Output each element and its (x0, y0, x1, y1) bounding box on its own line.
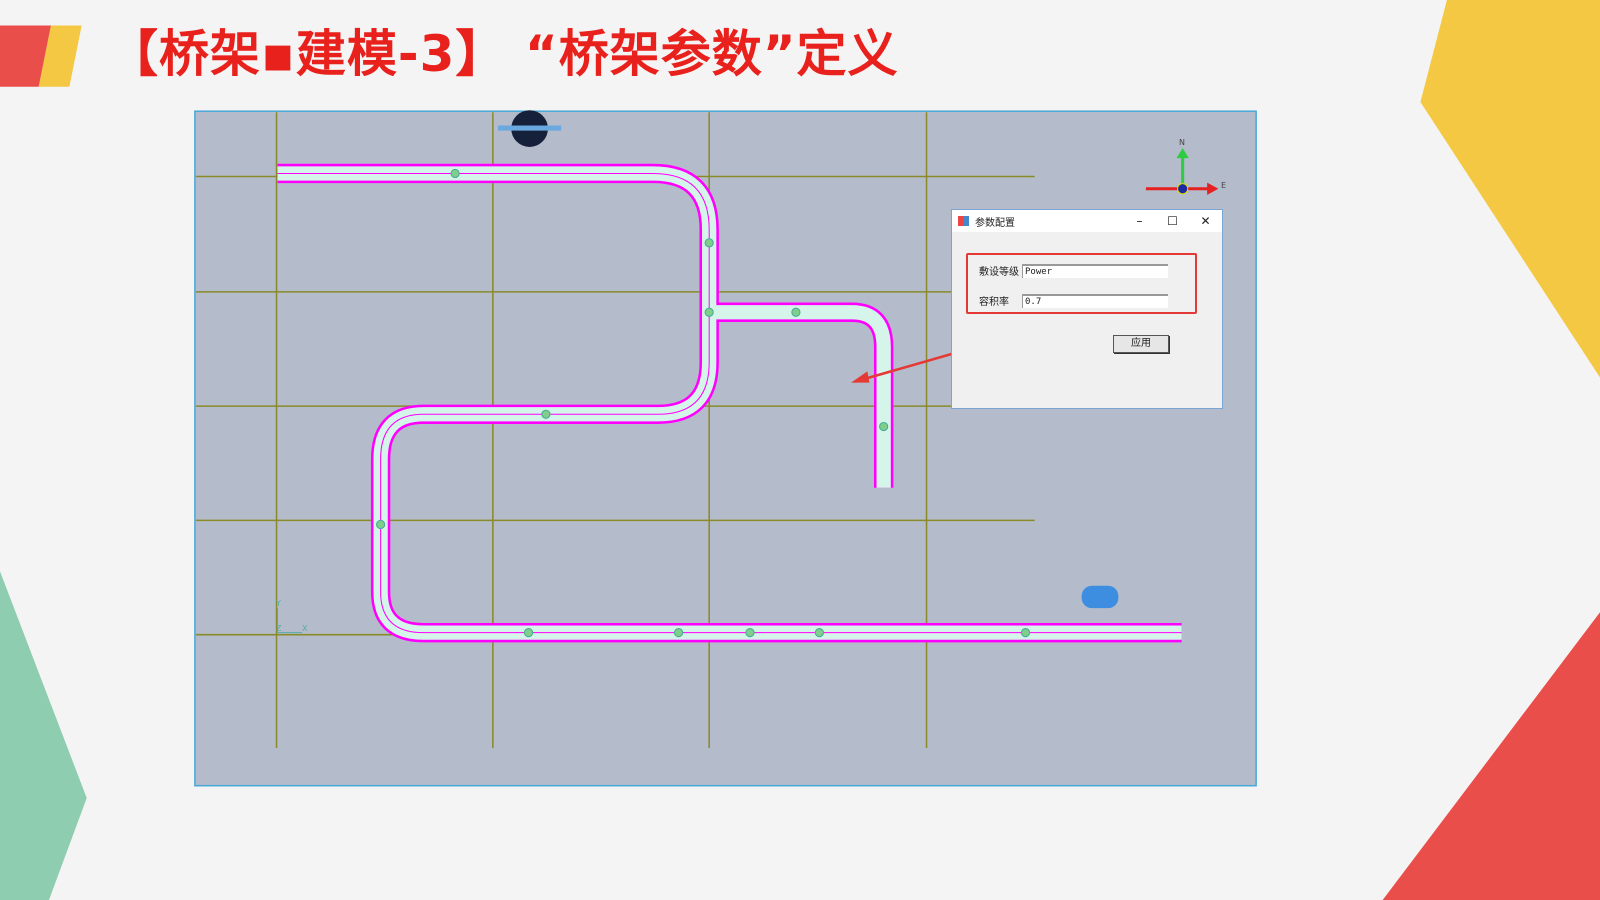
tray-nodes (376, 168, 1031, 638)
minimize-button[interactable]: – (1136, 214, 1143, 228)
slide-title: 【桥架▪建模-3】 “桥架参数”定义 (108, 25, 899, 83)
compass-east-label: E (1221, 181, 1227, 190)
laying-level-label: 敷设等级 (979, 267, 1019, 278)
corner-green (0, 571, 87, 900)
maximize-button[interactable]: ☐ (1167, 214, 1178, 228)
close-button[interactable]: ✕ (1200, 214, 1211, 228)
axis-x-label: X (302, 624, 308, 633)
corner-red (1382, 612, 1600, 900)
parameter-config-dialog: 参数配置 – ☐ ✕ 敷设等级 Power 容积率 0.7 应用 (951, 209, 1223, 409)
compass-icon (1145, 147, 1219, 195)
app-icon (958, 216, 969, 226)
apply-button[interactable]: 应用 (1113, 335, 1169, 353)
dialog-title: 参数配置 (975, 217, 1015, 229)
axis-triad-icon (277, 608, 303, 634)
fill-ratio-label: 容积率 (979, 297, 1009, 308)
dialog-titlebar[interactable]: 参数配置 – ☐ ✕ (952, 210, 1222, 232)
highlight-box (966, 253, 1197, 314)
axis-z-label: Z (276, 624, 282, 633)
title-deco-yellow (38, 25, 82, 87)
cable-tray (277, 163, 1182, 643)
corner-yellow (1420, 0, 1600, 378)
fill-ratio-input[interactable]: 0.7 (1022, 294, 1168, 308)
equipment-cylinder (1081, 585, 1119, 609)
title-deco-red (0, 25, 52, 87)
axis-y-label: Y (276, 599, 281, 608)
compass-north-label: N (1179, 138, 1185, 147)
laying-level-input[interactable]: Power (1022, 264, 1168, 278)
